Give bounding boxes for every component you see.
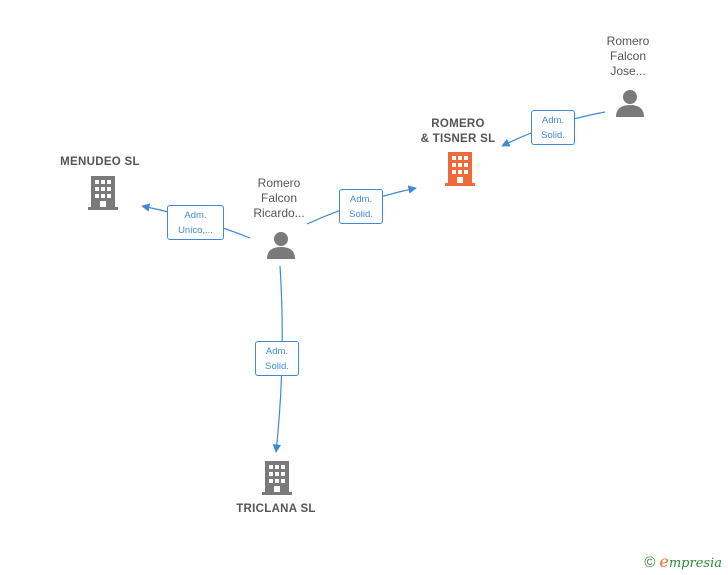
empresia-logo: empresia (659, 552, 722, 571)
building-icon[interactable] (88, 176, 118, 210)
company-label-menudeo[interactable]: MENUDEO SL (60, 156, 140, 168)
person-icon[interactable] (615, 88, 645, 118)
edge-label-ricardo-menudeo[interactable]: Adm. Unico,... (167, 205, 224, 240)
company-label-romero-tisner[interactable]: ROMERO & TISNER SL (420, 118, 496, 145)
building-icon[interactable] (262, 461, 292, 495)
edge-label-ricardo-romero-tisner[interactable]: Adm. Solid. (339, 189, 383, 224)
building-icon[interactable] (445, 152, 475, 186)
person-label-romero-ricardo[interactable]: Romero Falcon Ricardo... (253, 176, 305, 220)
person-icon[interactable] (266, 230, 296, 260)
edge-label-ricardo-triclana[interactable]: Adm. Solid. (255, 341, 299, 376)
company-label-triclana[interactable]: TRICLANA SL (236, 503, 316, 515)
empresia-watermark: ©empresia (644, 552, 722, 571)
copyright-icon: © (644, 554, 656, 571)
edge-label-jose-romero-tisner[interactable]: Adm. Solid. (531, 110, 575, 145)
person-label-romero-jose[interactable]: Romero Falcon Jose... (606, 34, 650, 78)
